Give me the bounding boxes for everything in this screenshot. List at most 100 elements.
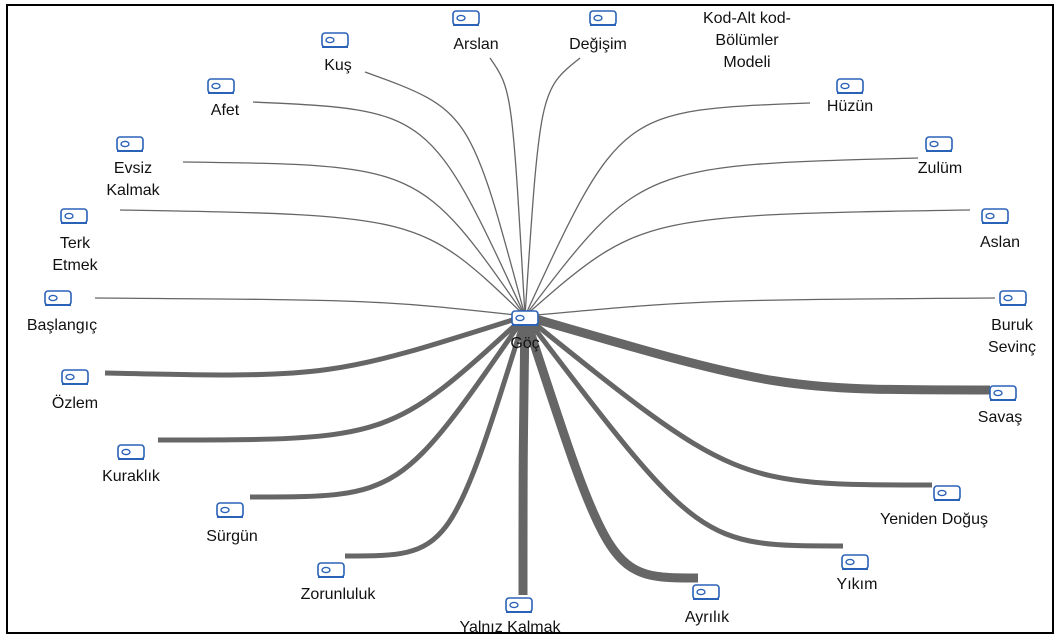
node-label-line: Kalmak <box>106 182 160 199</box>
code-icon[interactable] <box>589 10 617 26</box>
node-label-zorunluluk: Zorunluluk <box>301 586 377 603</box>
code-icon[interactable] <box>999 290 1027 306</box>
edge-huzun <box>524 102 811 317</box>
node-zorunluluk[interactable]: Zorunluluk <box>301 562 377 603</box>
node-aslan[interactable]: Aslan <box>980 208 1020 251</box>
node-label-savas: Savaş <box>978 409 1022 426</box>
node-yikim[interactable]: Yıkım <box>837 554 878 593</box>
node-yeniden-dogus[interactable]: Yeniden Doğuş <box>880 485 988 528</box>
center-node: Göç <box>510 310 540 352</box>
diagram-frame <box>6 4 1054 634</box>
node-label-yalniz-kalmak: Yalnız Kalmak <box>459 619 561 636</box>
code-icon[interactable] <box>321 32 349 48</box>
node-label-aslan: Aslan <box>980 234 1020 251</box>
node-kus[interactable]: Kuş <box>321 32 352 74</box>
node-savas[interactable]: Savaş <box>978 385 1022 426</box>
node-label-line: Başlangıç <box>27 317 97 334</box>
edge-buruk-sevinc <box>524 297 996 317</box>
node-label-afet: Afet <box>211 102 240 119</box>
code-icon[interactable] <box>836 78 864 94</box>
edge-zorunluluk <box>344 315 528 559</box>
edge-zulum <box>524 157 919 317</box>
code-icon[interactable] <box>981 208 1009 224</box>
node-label-huzun: Hüzün <box>827 98 873 115</box>
code-icon[interactable] <box>692 584 720 600</box>
node-label-line: Evsiz <box>114 160 152 177</box>
node-label-line: Zulüm <box>918 160 962 177</box>
edge-yeniden-dogus <box>523 314 933 488</box>
code-icon[interactable] <box>207 78 235 94</box>
node-degisim[interactable]: Değişim <box>569 10 627 53</box>
node-huzun[interactable]: Hüzün <box>827 78 873 115</box>
node-label-arslan: Arslan <box>453 36 498 53</box>
title-line-3: Modeli <box>723 54 771 71</box>
code-icon[interactable] <box>989 385 1017 401</box>
node-surgun[interactable]: Sürgün <box>206 502 258 545</box>
edge-savas <box>523 311 991 395</box>
node-label-line: Özlem <box>52 394 98 412</box>
node-label-line: Yalnız Kalmak <box>459 619 561 636</box>
node-label-line: Yıkım <box>837 576 878 593</box>
node-label-line: Aslan <box>980 234 1020 251</box>
edge-kus <box>364 71 526 317</box>
code-icon[interactable] <box>61 369 89 385</box>
title-line-1: Kod-Alt kod- <box>702 10 792 27</box>
edge-baslangic <box>94 297 526 317</box>
node-zulum[interactable]: Zulüm <box>918 136 962 177</box>
edge-evsiz-kalmak <box>182 161 526 317</box>
edge-aslan <box>524 209 971 317</box>
node-label-line: Etmek <box>52 257 98 274</box>
node-label-kus: Kuş <box>324 57 352 74</box>
node-label-ayrilik: Ayrılık <box>685 609 730 626</box>
code-icon[interactable] <box>933 485 961 501</box>
code-icon[interactable] <box>925 136 953 152</box>
edge-ayrilik <box>520 314 699 583</box>
node-label-degisim: Değişim <box>569 36 627 53</box>
node-ozlem[interactable]: Özlem <box>52 369 98 412</box>
node-label-line: Sürgün <box>206 528 258 545</box>
edge-surgun <box>249 314 528 500</box>
code-icon[interactable] <box>60 208 88 224</box>
node-label-line: Terk <box>60 235 91 252</box>
node-label-line: Savaş <box>978 409 1022 426</box>
node-label-baslangic: Başlangıç <box>27 317 97 334</box>
node-label-line: Kuş <box>324 57 352 74</box>
edge-yikim <box>523 314 844 549</box>
code-icon[interactable] <box>511 310 539 326</box>
code-icon[interactable] <box>117 444 145 460</box>
node-baslangic[interactable]: Başlangıç <box>27 290 97 334</box>
edge-kuraklik <box>157 314 527 443</box>
node-label-surgun: Sürgün <box>206 528 258 545</box>
code-icon[interactable] <box>317 562 345 578</box>
edge-arslan <box>489 57 526 317</box>
node-label-line: Sevinç <box>988 339 1036 356</box>
title-line-2: Bölümler <box>715 32 779 49</box>
node-yalniz-kalmak[interactable]: Yalnız Kalmak <box>459 597 562 636</box>
code-icon[interactable] <box>216 502 244 518</box>
node-ayrilik[interactable]: Ayrılık <box>685 584 730 626</box>
code-icon[interactable] <box>452 10 480 26</box>
code-icon[interactable] <box>505 597 533 613</box>
code-icon[interactable] <box>116 136 144 152</box>
edge-afet <box>252 101 526 317</box>
node-label-line: Kuraklık <box>102 468 161 485</box>
edge-yalniz-kalmak <box>518 315 530 596</box>
node-kuraklik[interactable]: Kuraklık <box>102 444 161 485</box>
node-arslan[interactable]: Arslan <box>452 10 499 53</box>
node-label-line: Hüzün <box>827 98 873 115</box>
edge-ozlem <box>104 313 526 378</box>
code-icon[interactable] <box>841 554 869 570</box>
diagram-title: Kod-Alt kod- Bölümler Modeli <box>672 8 822 74</box>
node-label-line: Arslan <box>453 36 498 53</box>
node-label-yeniden-dogus: Yeniden Doğuş <box>880 511 988 528</box>
node-label-line: Buruk <box>991 317 1034 334</box>
code-icon[interactable] <box>44 290 72 306</box>
node-afet[interactable]: Afet <box>207 78 240 119</box>
edges-layer <box>94 57 996 596</box>
